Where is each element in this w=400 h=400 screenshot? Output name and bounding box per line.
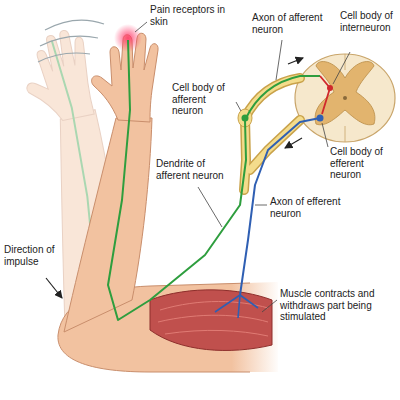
impulse-arrow (288, 58, 303, 64)
leader-line (236, 102, 241, 111)
part-label: Axon of efferent neuron (270, 196, 350, 219)
leader-line (322, 123, 328, 147)
leader-line (135, 22, 147, 32)
direction-arrow (46, 278, 62, 298)
motion-line (38, 53, 90, 62)
part-label: Cell body of interneuron (340, 10, 396, 33)
motion-line (40, 36, 98, 46)
leader-line (255, 205, 267, 206)
muscle-fibre (158, 315, 268, 322)
median-fissure (345, 126, 346, 142)
motor-end-branch (240, 295, 258, 308)
part-label: Muscle contracts and withdraws part bein… (280, 288, 394, 323)
part-label: Direction of impulse (4, 244, 66, 267)
grey-matter (315, 62, 375, 125)
efferent-cell-body (317, 115, 324, 122)
central-canal (343, 96, 347, 100)
spinal-cord (295, 54, 395, 142)
part-label: Cell body of afferent neuron (172, 82, 234, 117)
part-label: Axon of afferent neuron (252, 12, 334, 35)
ghost-hand (15, 26, 102, 129)
muscle-fibre (165, 330, 268, 336)
dorsal-root (244, 78, 300, 190)
biceps-muscle (150, 290, 272, 351)
motion-line (45, 20, 104, 30)
impulse-arrow (285, 138, 302, 148)
interneuron-cell-body (327, 85, 333, 91)
part-label: Cell body of efferent neuron (330, 146, 396, 181)
afferent-neuron (108, 40, 320, 320)
leader-line (276, 40, 282, 80)
part-label: Pain receptors in skin (150, 4, 230, 27)
forearm (64, 118, 152, 332)
motor-end-branch (215, 295, 240, 312)
motor-end-branch (238, 295, 240, 318)
part-label: Dendrite of afferent neuron (156, 158, 236, 181)
leader-line (198, 187, 222, 227)
dorsal-root-fill (244, 78, 300, 190)
leader-line (262, 300, 277, 312)
afferent-cell-body (242, 115, 249, 122)
interneuron (320, 76, 330, 114)
leader-line (333, 52, 350, 84)
